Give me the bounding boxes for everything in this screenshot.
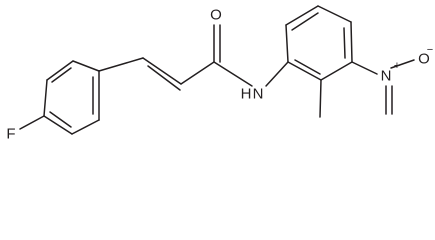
c-f-bond	[19, 115, 45, 130]
nitro-oxygen-charge-label: −	[427, 44, 433, 56]
n-aryl-bond	[265, 61, 289, 87]
nitro-nitrogen-label: N	[381, 68, 392, 85]
nitro-oxygen-label: O	[418, 51, 430, 68]
amide-nitrogen-label: N	[253, 86, 264, 103]
chemical-structure: F O N H N + O −	[6, 5, 433, 143]
carbonyl-oxygen-label: O	[210, 7, 222, 24]
nitrotolyl-ring	[285, 5, 353, 81]
nitro-nitrogen-charge-label: +	[394, 60, 400, 72]
amide-hydrogen-label: H	[241, 86, 252, 103]
fluorine-atom-label: F	[6, 126, 15, 143]
nitro-group	[351, 59, 415, 115]
fluorophenyl-ring	[43, 60, 100, 135]
enone-linker	[98, 24, 253, 91]
methyl-bond	[319, 79, 322, 118]
